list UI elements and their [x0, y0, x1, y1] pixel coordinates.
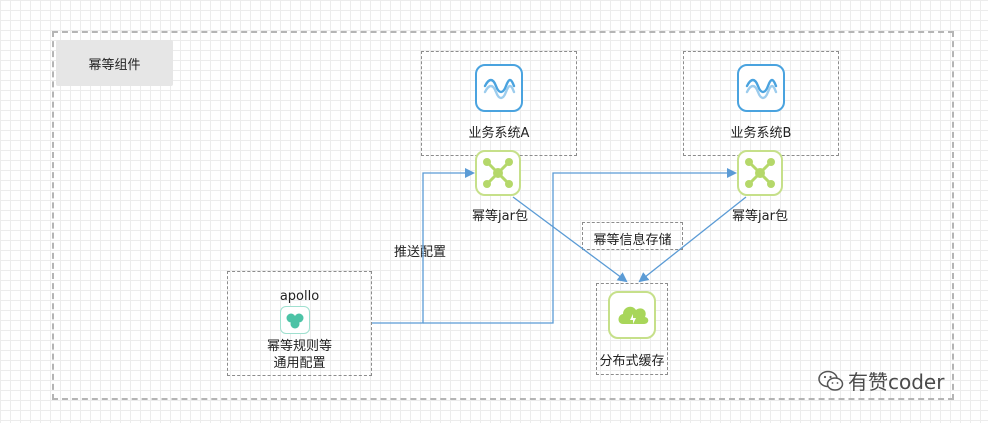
push-config-label: 推送配置 [394, 245, 447, 260]
system-b-title: 业务系统B [730, 126, 792, 141]
jar-b-hub-icon [737, 150, 783, 196]
jar-a-label: 幂等jar包 [472, 209, 528, 224]
idempotent-component-container [52, 31, 954, 400]
apollo-desc-line1: 幂等规则等 [266, 339, 332, 354]
jar-a-hub-icon [475, 150, 521, 196]
group-label: 幂等组件 [56, 40, 173, 86]
cache-label: 分布式缓存 [599, 354, 665, 369]
apollo-box[interactable] [227, 271, 372, 376]
cache-cloud-icon [608, 291, 656, 339]
apollo-title: apollo [279, 289, 320, 304]
apollo-desc-line2: 通用配置 [273, 356, 326, 371]
watermark-text: 有赞coder [848, 370, 945, 394]
info-store-label: 幂等信息存储 [593, 233, 672, 248]
wechat-icon [818, 369, 844, 393]
system-a-wave-icon [475, 64, 523, 112]
system-a-title: 业务系统A [468, 126, 530, 141]
jar-b-label: 幂等jar包 [732, 209, 788, 224]
system-b-wave-icon [737, 64, 785, 112]
apollo-icon [280, 306, 310, 334]
